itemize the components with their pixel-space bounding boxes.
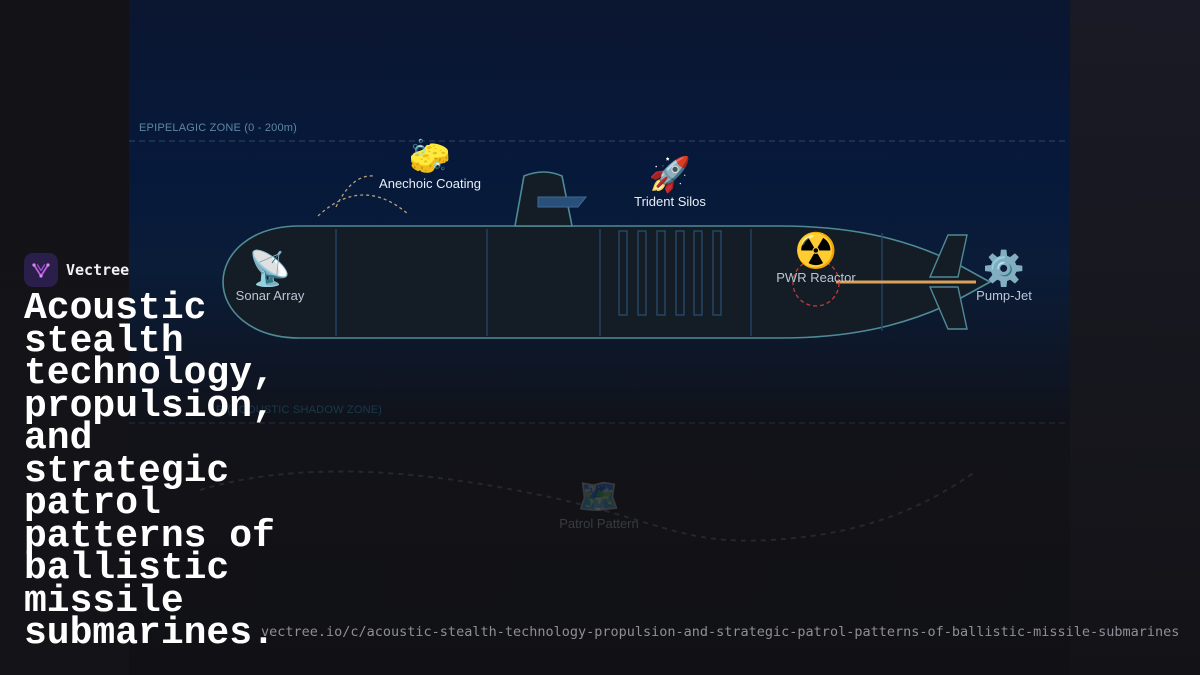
anechoic-coating-label: Anechoic Coating (379, 176, 481, 191)
lower-tail-fin (928, 286, 968, 330)
patrol-pattern-node[interactable]: 🗺️ Patrol Pattern (559, 478, 639, 531)
pwr-reactor-label: PWR Reactor (776, 270, 856, 285)
upper-tail-fin (928, 234, 968, 278)
missile-silo (656, 230, 666, 316)
anechoic-coating-arc (317, 194, 409, 217)
map-icon: 🗺️ (577, 477, 621, 517)
missile-silo (712, 230, 722, 316)
vectree-logo-mark (32, 263, 50, 278)
anechoic-coating-node[interactable]: 🧽 Anechoic Coating (379, 138, 481, 191)
pump-jet-node[interactable]: ⚙️ Pump-Jet (976, 250, 1032, 303)
brand[interactable]: Vectree (24, 253, 129, 287)
patrol-pattern-label: Patrol Pattern (559, 516, 639, 531)
radioactive-icon: ☢️ (794, 231, 838, 271)
acoustic-shadow-zone-label: R (ACOUSTIC SHADOW ZONE) (216, 404, 383, 416)
deep-water-background (129, 425, 1070, 675)
missile-silo (693, 230, 703, 316)
page-url[interactable]: vectree.io/c/acoustic-stealth-technology… (261, 624, 1180, 640)
anechoic-coating-arc-inner (335, 175, 375, 208)
sonar-array-node[interactable]: 📡 Sonar Array (236, 250, 305, 303)
patrol-path (199, 470, 976, 542)
sonar-array-label: Sonar Array (235, 288, 305, 303)
epipelagic-zone-label: EPIPELAGIC ZONE (0 - 200m) (139, 122, 298, 134)
brand-name: Vectree (66, 261, 130, 279)
pump-jet-label: Pump-Jet (976, 288, 1032, 303)
missile-silo (618, 230, 628, 316)
trident-silos-node[interactable]: 🚀 Trident Silos (634, 156, 706, 209)
satellite-dish-icon: 📡 (248, 249, 292, 289)
trident-silos-label: Trident Silos (634, 194, 706, 209)
ocean-background (129, 0, 1070, 430)
sail-hydroplane (537, 196, 588, 208)
gear-icon: ⚙️ (982, 249, 1026, 289)
right-backdrop (1070, 0, 1200, 675)
sponge-icon: 🧽 (408, 137, 452, 177)
left-edge-backdrop (0, 0, 130, 675)
pwr-reactor-node[interactable]: ☢️ PWR Reactor (776, 232, 855, 285)
reactor-containment-ring (792, 259, 840, 307)
rocket-icon: 🚀 (648, 155, 692, 195)
submarine-hull (222, 225, 992, 339)
missile-silo (675, 230, 685, 316)
missile-silo (637, 230, 647, 316)
vectree-logo-icon (24, 253, 58, 287)
page-title: Acoustic stealth technology, propulsion,… (24, 287, 275, 655)
